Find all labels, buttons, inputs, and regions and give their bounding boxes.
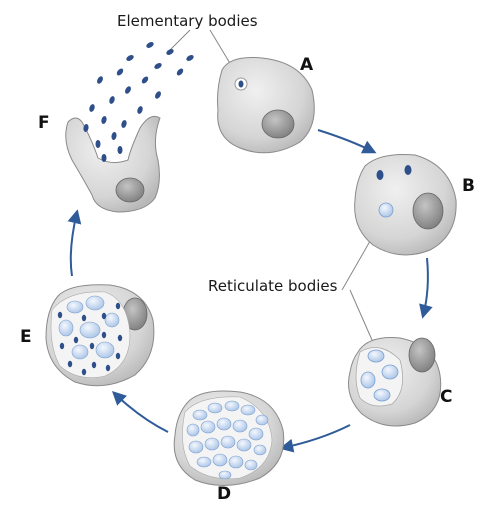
stage-c-cell — [349, 338, 441, 426]
reticulate-bodies-label: Reticulate bodies — [208, 277, 338, 295]
arrow-d-to-e — [114, 393, 168, 432]
elementary-bodies-label: Elementary bodies — [117, 12, 258, 30]
arrow-b-to-c — [423, 258, 428, 316]
stage-e-label: E — [20, 327, 32, 347]
stage-d-label: D — [217, 484, 231, 501]
arrow-c-to-d — [282, 425, 350, 448]
stage-b-label: B — [462, 176, 475, 196]
stage-d-cell — [174, 391, 284, 486]
arrow-a-to-b — [318, 130, 374, 152]
stage-f-label: F — [38, 113, 50, 133]
stage-e-cell — [46, 285, 154, 386]
stage-f-cell — [66, 116, 160, 212]
stage-b-cell — [355, 154, 457, 254]
stage-c-label: C — [440, 387, 452, 407]
stage-a-label: A — [300, 55, 314, 75]
arrow-e-to-f — [71, 212, 77, 276]
